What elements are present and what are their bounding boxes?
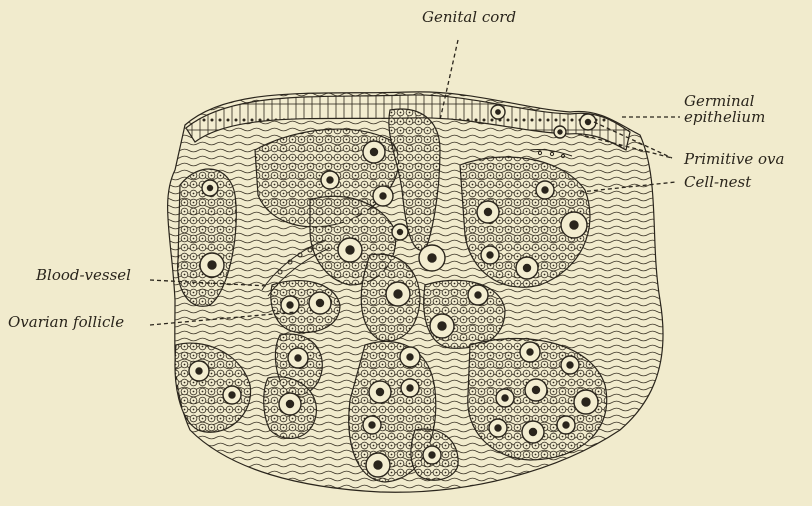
ovum <box>386 282 410 306</box>
ovum <box>491 105 505 119</box>
label-primitive-ova-text: Primitive ova <box>684 152 784 168</box>
ovum <box>309 292 331 314</box>
ovum <box>223 386 241 404</box>
label-cell-nest-text: Cell-nest <box>684 175 751 191</box>
ovum <box>281 296 299 314</box>
ovum <box>202 180 218 196</box>
ovum <box>392 224 408 240</box>
ovum <box>580 114 596 130</box>
ovum <box>525 379 547 401</box>
label-genital-cord: Genital cord <box>422 10 516 26</box>
ovum <box>516 257 538 279</box>
ovum <box>400 347 420 367</box>
label-ovarian-follicle: Ovarian follicle <box>8 315 124 331</box>
ovum <box>489 419 507 437</box>
ovum <box>481 246 499 264</box>
label-germinal-epithelium-line2: epithelium <box>684 110 765 126</box>
ovum <box>338 238 362 262</box>
ovum <box>522 421 544 443</box>
ovum <box>557 416 575 434</box>
ovum <box>369 381 391 403</box>
label-genital-cord-text: Genital cord <box>422 10 516 26</box>
ovum <box>363 416 381 434</box>
ovum <box>520 342 540 362</box>
ovum <box>574 390 598 414</box>
ovum <box>363 141 385 163</box>
label-primitive-ova: Primitive ova <box>684 152 784 168</box>
ovum <box>561 212 587 238</box>
ovum <box>419 245 445 271</box>
ovum <box>496 389 514 407</box>
ovum <box>430 314 454 338</box>
ovum <box>200 253 224 277</box>
label-germinal-epithelium: Germinal epithelium <box>684 94 765 126</box>
ovum <box>366 453 390 477</box>
ovum <box>468 285 488 305</box>
ovum <box>423 446 441 464</box>
ovum <box>288 348 308 368</box>
ovum <box>321 171 339 189</box>
ovum <box>401 379 419 397</box>
label-blood-vessel: Blood-vessel <box>36 268 131 284</box>
label-ovarian-follicle-text: Ovarian follicle <box>8 315 124 331</box>
label-blood-vessel-text: Blood-vessel <box>36 268 131 284</box>
cell-nest <box>424 280 505 348</box>
label-cell-nest: Cell-nest <box>684 175 751 191</box>
ovum <box>477 201 499 223</box>
ovum <box>561 356 579 374</box>
ovum <box>536 181 554 199</box>
ovum <box>373 186 393 206</box>
ovum <box>279 393 301 415</box>
ovum <box>554 126 566 138</box>
ovum <box>189 361 209 381</box>
